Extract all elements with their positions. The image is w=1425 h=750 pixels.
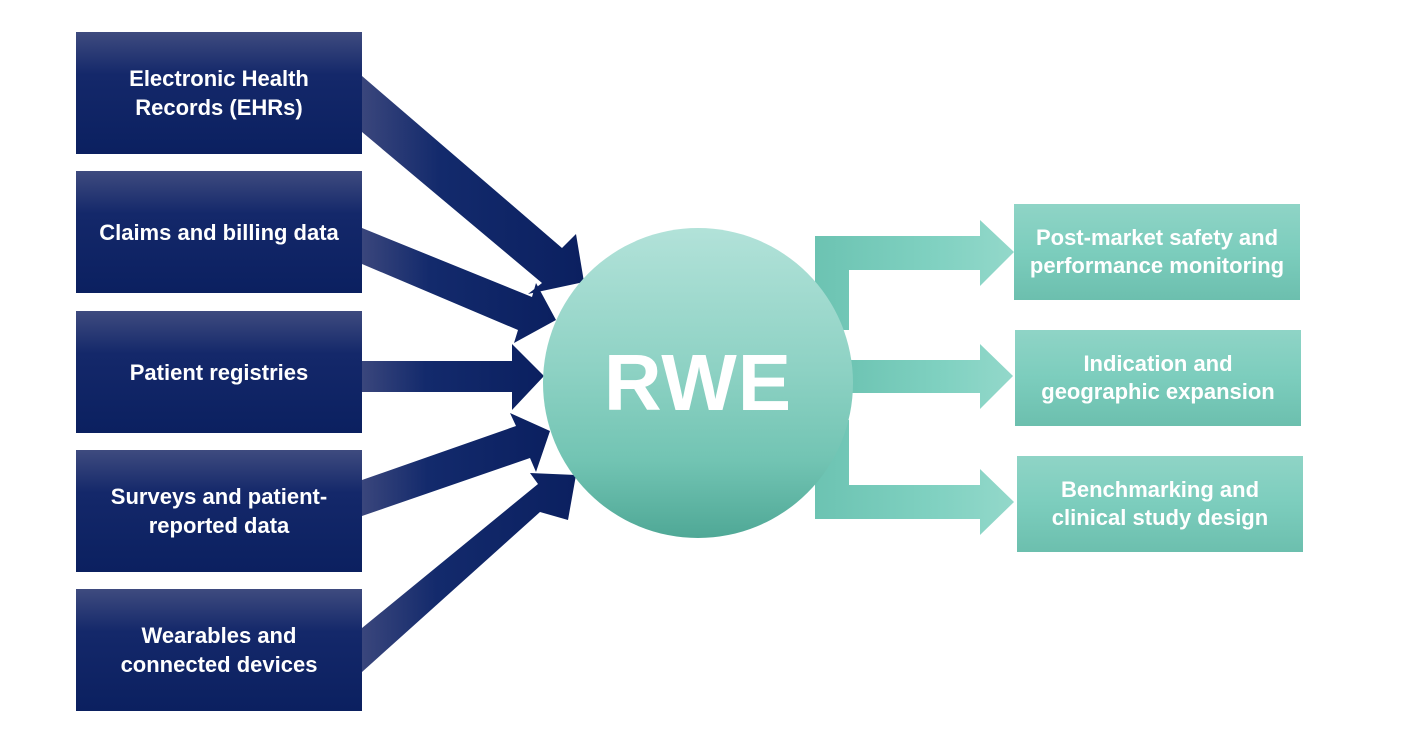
rwe-center-circle: RWE xyxy=(543,228,853,538)
source-label: Electronic Health Records (EHRs) xyxy=(129,66,309,120)
source-box-registries: Patient registries xyxy=(76,311,362,433)
arrow-rwe-to-post-market xyxy=(815,220,1014,330)
source-label: Wearables and connected devices xyxy=(120,623,318,677)
source-box-ehr: Electronic Health Records (EHRs) xyxy=(76,32,362,154)
arrow-claims-to-rwe xyxy=(362,228,556,343)
outcome-box-benchmarking: Benchmarking and clinical study design xyxy=(1017,456,1303,552)
source-box-wearables: Wearables and connected devices xyxy=(76,589,362,711)
outcome-label: Indication and geographic expansion xyxy=(1041,351,1275,404)
arrow-wearables-to-rwe xyxy=(362,473,576,672)
outcome-box-expansion: Indication and geographic expansion xyxy=(1015,330,1301,426)
rwe-label: RWE xyxy=(603,338,793,427)
source-label: Surveys and patient-reported data xyxy=(110,484,328,538)
arrow-registries-to-rwe xyxy=(362,344,544,410)
outcome-label: Benchmarking and clinical study design xyxy=(1051,477,1269,530)
arrow-rwe-to-benchmarking xyxy=(815,420,1014,535)
source-box-surveys: Surveys and patient-reported data xyxy=(76,450,362,572)
arrow-rwe-to-expansion xyxy=(840,344,1013,409)
source-label: Claims and billing data xyxy=(99,219,339,245)
outcome-box-post-market: Post-market safety and performance monit… xyxy=(1014,204,1300,300)
source-label: Patient registries xyxy=(129,359,309,385)
arrow-surveys-to-rwe xyxy=(362,413,550,516)
source-box-claims: Claims and billing data xyxy=(76,171,362,293)
arrow-ehr-to-rwe xyxy=(362,76,584,294)
outcome-label: Post-market safety and performance monit… xyxy=(1029,225,1285,278)
